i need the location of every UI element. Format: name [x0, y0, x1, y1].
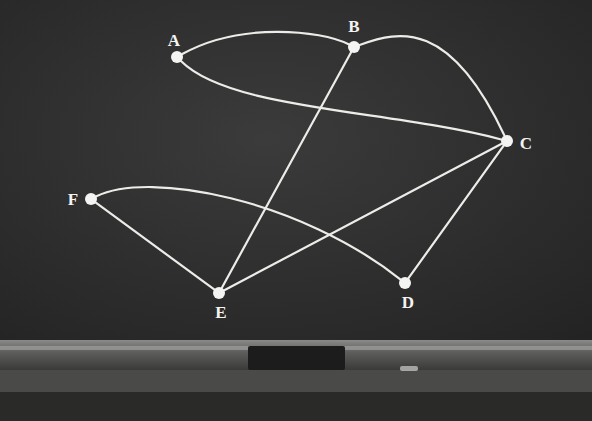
- graph-edge: [409, 146, 504, 278]
- vertex-label: B: [348, 18, 359, 35]
- vertex-label: A: [168, 32, 180, 49]
- graph-edge: [360, 36, 505, 136]
- graph-edge: [181, 61, 501, 139]
- graph-vertex: F: [85, 193, 97, 205]
- vertex-label: C: [520, 135, 532, 152]
- graph-vertex: E: [213, 287, 225, 299]
- graph-edge: [96, 203, 214, 290]
- vertex-label: D: [402, 294, 414, 311]
- graph-vertex: D: [399, 277, 411, 289]
- vertex-label: F: [68, 191, 78, 208]
- graph-edge: [224, 144, 501, 290]
- graph-edge: [182, 32, 348, 54]
- graph-edge: [222, 52, 351, 287]
- graph-vertex: A: [171, 51, 183, 63]
- graph-vertex: C: [501, 135, 513, 147]
- vertex-label: E: [215, 304, 226, 321]
- graph-edge: [96, 187, 400, 279]
- graph-vertex: B: [348, 41, 360, 53]
